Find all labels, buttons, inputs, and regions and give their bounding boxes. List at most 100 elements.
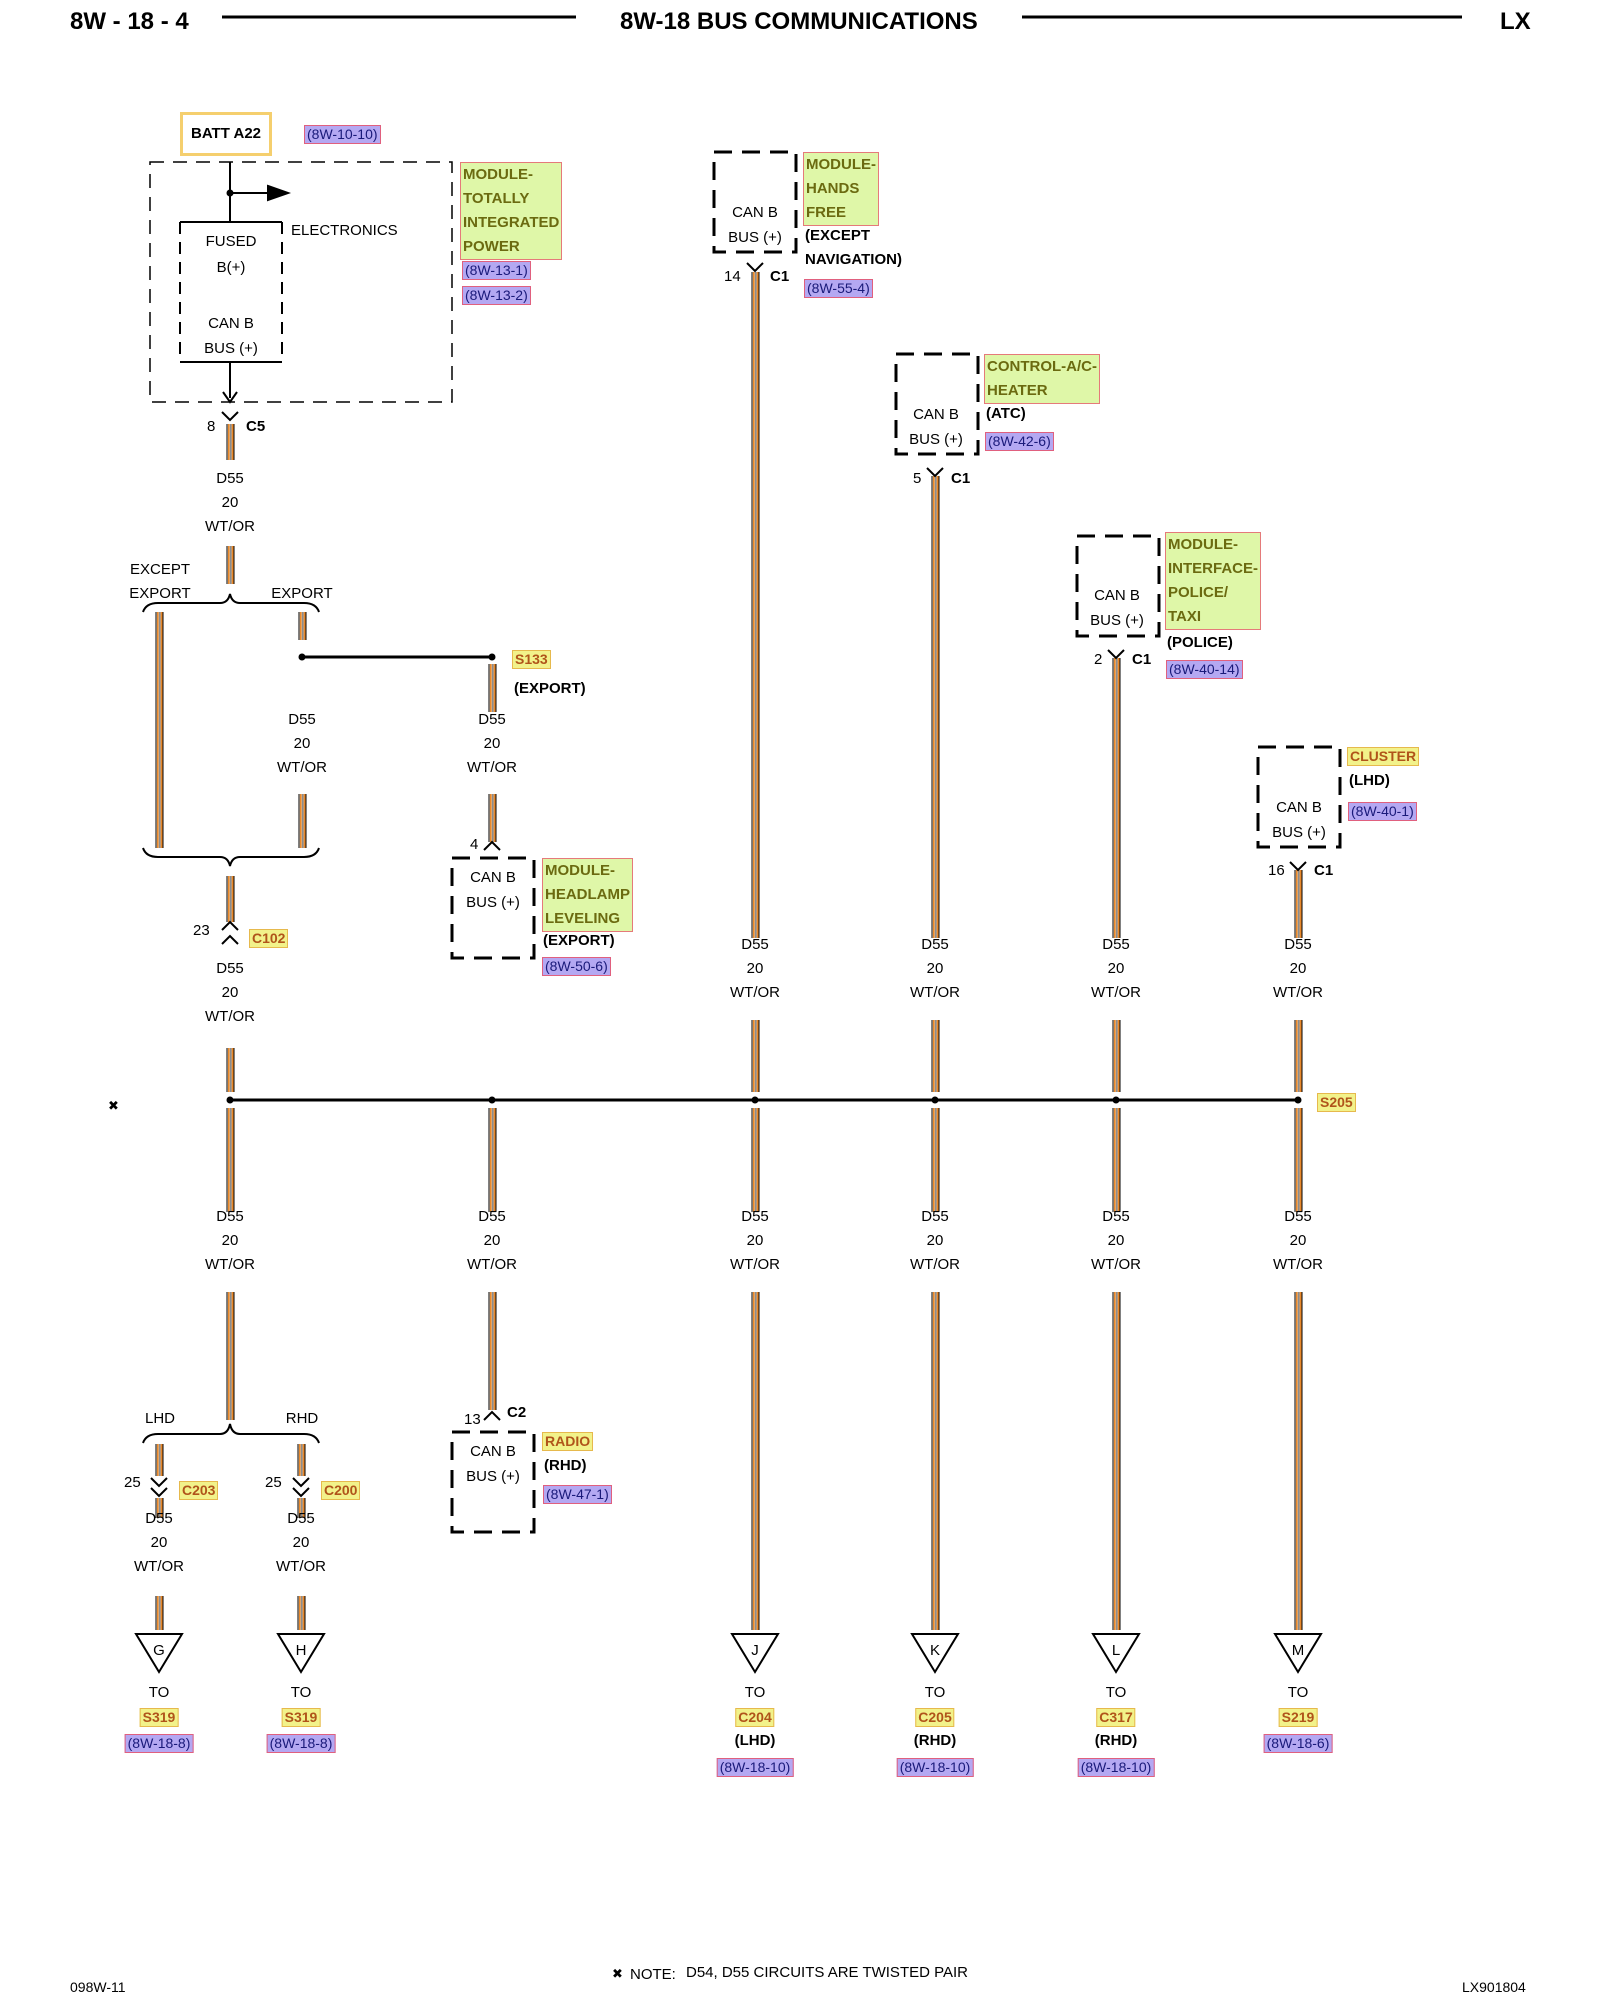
- splice-s205[interactable]: S205: [1317, 1093, 1356, 1112]
- fused-label-1: FUSED: [205, 233, 257, 250]
- footer-note-prefix: NOTE:: [630, 1966, 676, 1983]
- connector-c200[interactable]: C200: [321, 1481, 361, 1500]
- radio-condition: (RHD): [544, 1457, 587, 1474]
- wire-spec-circuit: D55: [921, 1208, 949, 1225]
- splice-s133[interactable]: S133: [512, 650, 551, 669]
- wire-spec-circuit: D55: [1102, 1208, 1130, 1225]
- electronics-label: ELECTRONICS: [291, 222, 398, 239]
- connector-c203[interactable]: C203: [179, 1481, 219, 1500]
- wire-spec-color: WT/OR: [276, 1558, 326, 1575]
- wire-spec-color: WT/OR: [205, 518, 255, 535]
- wire-spec-circuit: D55: [1102, 936, 1130, 953]
- wire-spec-color: WT/OR: [205, 1008, 255, 1025]
- wire-segment: [931, 1108, 940, 1212]
- destination-ref-link[interactable]: (8W-18-10): [1077, 1758, 1155, 1777]
- destination-to-label: TO: [744, 1684, 766, 1701]
- battery-ref-link[interactable]: (8W-10-10): [304, 125, 381, 144]
- destination-connector[interactable]: S319: [139, 1708, 179, 1727]
- model-code: LX: [1500, 8, 1531, 35]
- wire-spec-gauge: 20: [221, 494, 239, 511]
- page-id: 8W - 18 - 4: [70, 8, 189, 35]
- destination-arrow-letter: K: [929, 1642, 941, 1659]
- radio-module-name[interactable]: RADIO: [542, 1432, 594, 1451]
- wire-spec-gauge: 20: [221, 1232, 239, 1249]
- cluster-ref-link[interactable]: (8W-40-1): [1348, 802, 1417, 821]
- hfm-can-label-1: CAN B: [732, 204, 778, 221]
- destination-ref-link[interactable]: (8W-18-6): [1263, 1734, 1333, 1753]
- hvac-module-name[interactable]: CONTROL-A/C- HEATER: [984, 354, 1100, 404]
- hfm-can-label-2: BUS (+): [728, 229, 782, 246]
- destination-condition: (RHD): [1094, 1732, 1138, 1749]
- destination-ref-link[interactable]: (8W-18-10): [716, 1758, 794, 1777]
- wire-spec-gauge: 20: [150, 1534, 168, 1551]
- wire-segment: [1112, 1108, 1121, 1212]
- c102-pin: 23: [193, 922, 210, 939]
- connector-c102[interactable]: C102: [249, 929, 289, 948]
- destination-ref-link[interactable]: (8W-18-8): [124, 1734, 194, 1753]
- wire-spec-gauge: 20: [483, 1232, 501, 1249]
- cluster-condition: (LHD): [1349, 772, 1390, 789]
- wire-spec-color: WT/OR: [467, 1256, 517, 1273]
- destination-connector[interactable]: C317: [1096, 1708, 1136, 1727]
- hfm-condition-1: (EXCEPT: [805, 227, 871, 244]
- hfm-ref-link[interactable]: (8W-55-4): [804, 279, 873, 298]
- police-ref-link[interactable]: (8W-40-14): [1166, 660, 1243, 679]
- wire-segment: [298, 612, 307, 640]
- destination-ref-link[interactable]: (8W-18-10): [896, 1758, 974, 1777]
- police-pin: 2: [1094, 651, 1103, 668]
- wire-segment: [226, 546, 235, 584]
- wire-segment: [155, 1498, 164, 1518]
- wire-segment: [155, 1596, 164, 1630]
- wire-segment: [488, 794, 497, 842]
- wire-spec-color: WT/OR: [134, 1558, 184, 1575]
- radio-ref-link[interactable]: (8W-47-1): [543, 1485, 612, 1504]
- wire-spec-color: WT/OR: [730, 1256, 780, 1273]
- destination-ref-link[interactable]: (8W-18-8): [266, 1734, 336, 1753]
- police-connector: C1: [1132, 651, 1152, 668]
- wire-spec-circuit: D55: [1284, 936, 1312, 953]
- destination-connector[interactable]: S219: [1278, 1708, 1318, 1727]
- cluster-module-name[interactable]: CLUSTER: [1347, 747, 1420, 766]
- destination-to-label: TO: [290, 1684, 312, 1701]
- wire-spec-color: WT/OR: [205, 1256, 255, 1273]
- wire-segment: [1294, 1292, 1303, 1630]
- wire-segment: [226, 1292, 235, 1420]
- tipm-can-label-1: CAN B: [208, 315, 254, 332]
- hfm-module-name[interactable]: MODULE- HANDS FREE: [803, 152, 879, 226]
- wire-segment: [1112, 1292, 1121, 1630]
- destination-connector[interactable]: S319: [281, 1708, 321, 1727]
- wire-segment: [155, 612, 164, 848]
- wire-segment: [751, 272, 760, 938]
- wire-segment: [226, 1108, 235, 1212]
- destination-connector[interactable]: C204: [735, 1708, 775, 1727]
- wire-spec-gauge: 20: [221, 984, 239, 1001]
- headlamp-pin: 4: [470, 836, 479, 853]
- headlamp-module-name[interactable]: MODULE- HEADLAMP LEVELING: [542, 858, 633, 932]
- wire-spec-circuit: D55: [216, 470, 244, 487]
- tipm-ref-link-2[interactable]: (8W-13-2): [462, 286, 531, 305]
- hfm-condition-2: NAVIGATION): [805, 251, 902, 268]
- destination-arrow-letter: M: [1291, 1642, 1305, 1659]
- footer-twist-icon: ✖: [612, 1966, 623, 1981]
- headlamp-ref-link[interactable]: (8W-50-6): [542, 957, 611, 976]
- hvac-ref-link[interactable]: (8W-42-6): [985, 432, 1054, 451]
- destination-to-label: TO: [148, 1684, 170, 1701]
- wire-segment: [488, 1108, 497, 1212]
- wire-segment: [297, 1596, 306, 1630]
- police-module-name[interactable]: MODULE- INTERFACE- POLICE/ TAXI: [1165, 532, 1261, 630]
- tipm-module-name[interactable]: MODULE- TOTALLY INTEGRATED POWER: [460, 162, 563, 260]
- wire-segment: [297, 1444, 306, 1476]
- wire-spec-circuit: D55: [741, 1208, 769, 1225]
- rhd-label: RHD: [285, 1410, 319, 1427]
- headlamp-condition: (EXPORT): [543, 932, 615, 949]
- c200-pin: 25: [265, 1474, 282, 1491]
- hvac-connector: C1: [951, 470, 971, 487]
- destination-connector[interactable]: C205: [915, 1708, 955, 1727]
- wire-segment: [226, 424, 235, 460]
- s133-condition: (EXPORT): [514, 680, 586, 697]
- wire-spec-color: WT/OR: [277, 759, 327, 776]
- tipm-ref-link-1[interactable]: (8W-13-1): [462, 261, 531, 280]
- wire-spec-color: WT/OR: [1091, 984, 1141, 1001]
- wire-segment: [488, 1292, 497, 1410]
- hvac-pin: 5: [913, 470, 922, 487]
